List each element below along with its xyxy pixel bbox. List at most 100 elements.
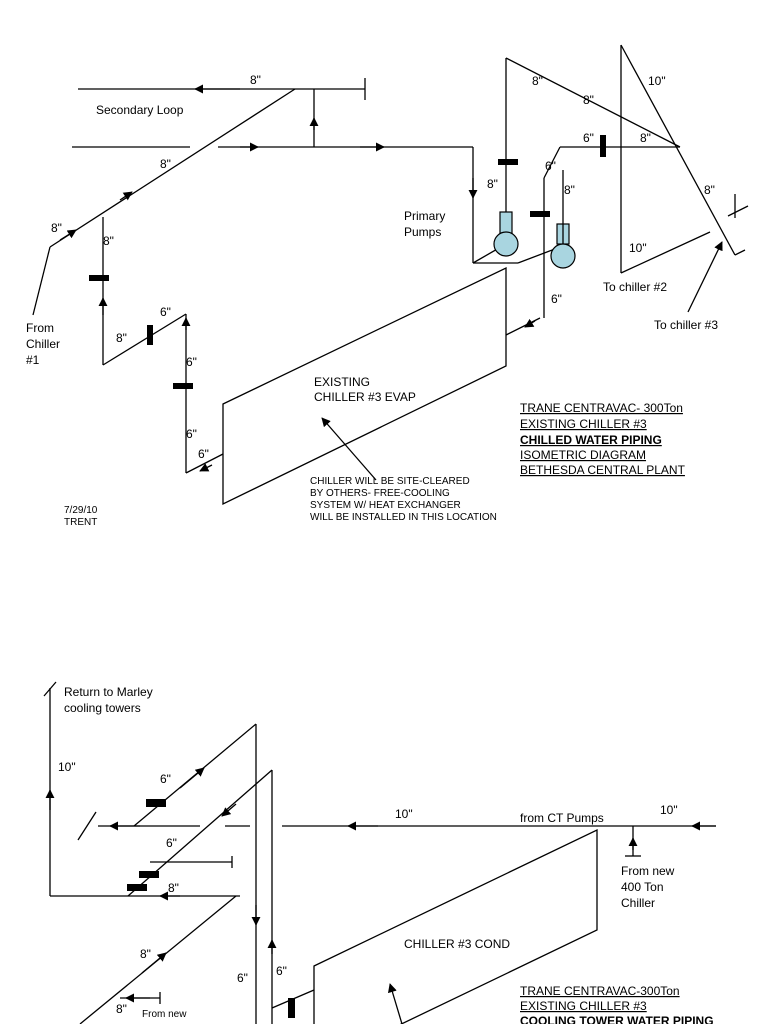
pipe-size: 10": [395, 807, 413, 821]
cooling-tower-diagram: Return to Marley cooling towers from CT …: [43, 681, 716, 1024]
pipe-end: [77, 811, 97, 841]
pipe-size: 10": [58, 760, 76, 774]
from-chiller-label: #1: [26, 353, 40, 367]
flow-arrow: [524, 318, 536, 328]
pipe-size: 6": [160, 772, 171, 786]
return-label: cooling towers: [64, 701, 141, 715]
note-text: SYSTEM W/ HEAT EXCHANGER: [310, 500, 461, 511]
chiller-2-supply: [620, 231, 711, 274]
flow-arrow: [199, 463, 213, 472]
valve: [89, 275, 109, 281]
pipe-size: 8": [487, 177, 498, 191]
pipe-size: 8": [250, 73, 261, 87]
from-new-chiller-label: Chiller: [621, 896, 655, 910]
pipe-end: [43, 681, 57, 697]
pump-2-discharge: [543, 146, 561, 179]
drawing-author: TRENT: [64, 517, 97, 528]
flow-arrow: [119, 191, 133, 201]
pump-motor-1: [499, 211, 513, 235]
pipe-size: 10": [660, 803, 678, 817]
chiller-3-cond: [313, 828, 598, 1024]
pipe-size: 8": [640, 131, 651, 145]
valve: [127, 884, 147, 891]
pipe-size: 6": [276, 964, 287, 978]
pipe-size: 8": [51, 221, 62, 235]
pipe-size: 10": [629, 241, 647, 255]
cond-label: CHILLER #3 COND: [404, 937, 510, 951]
primary-pumps-label: Primary: [404, 209, 445, 223]
primary-pumps-label: Pumps: [404, 225, 441, 239]
pipe-size: 6": [186, 355, 197, 369]
from-new-chiller-label: From new: [621, 864, 675, 878]
title-line-3: COOLING TOWER WATER PIPING: [520, 1014, 714, 1024]
pipe-size: 8": [583, 93, 594, 107]
pipe-size: 6": [166, 836, 177, 850]
valve: [146, 799, 166, 807]
flow-arrow: [221, 803, 237, 817]
flow-arrow: [141, 952, 167, 974]
valve: [498, 159, 518, 165]
pipe-size: 8": [140, 947, 151, 961]
title-line-2: EXISTING CHILLER #3: [520, 999, 647, 1013]
diagonal-pipe: [49, 88, 296, 248]
pipe-size: 6": [237, 971, 248, 985]
flow-arrow: [179, 767, 205, 789]
flow-arrow: [59, 229, 77, 241]
title-line-3: CHILLED WATER PIPING: [520, 433, 662, 447]
valve: [530, 211, 550, 217]
drawing-date: 7/29/10: [64, 505, 98, 516]
annotation-arrow: [321, 417, 377, 481]
evap-outlet-pipe: [505, 317, 541, 336]
pipe-size: 8": [704, 183, 715, 197]
return-label: Return to Marley: [64, 685, 153, 699]
pipe-size: 10": [648, 74, 666, 88]
valve: [147, 325, 153, 345]
title-line-1: TRANE CENTRAVAC-300Ton: [520, 984, 680, 998]
pipe-size: 6": [198, 447, 209, 461]
pump-2: [550, 243, 576, 269]
pipe-size: 8": [116, 331, 127, 345]
note-text: WILL BE INSTALLED IN THIS LOCATION: [310, 512, 497, 523]
to-chiller-3-label: To chiller #3: [654, 318, 718, 332]
pipe-size: 8": [532, 74, 543, 88]
pipe-size: 8": [564, 183, 575, 197]
from-chiller-label: From: [26, 321, 54, 335]
note-text: BY OTHERS- FREE-COOLING: [310, 488, 450, 499]
upper-diagonal-pipe: [505, 57, 681, 148]
title-line-5: BETHESDA CENTRAL PLANT: [520, 463, 686, 477]
valve: [600, 135, 606, 157]
from-chiller-label: Chiller: [26, 337, 60, 351]
title-line-2: EXISTING CHILLER #3: [520, 417, 647, 431]
pipe-size: 8": [103, 234, 114, 248]
annotation-arrow: [387, 983, 403, 1024]
pipe-end: [727, 205, 749, 217]
diagonal-pipe: [102, 313, 187, 366]
from-new-chiller-label: 400 Ton: [621, 880, 664, 894]
pipe-size: 8": [168, 881, 179, 895]
chiller-3-evap: [222, 266, 507, 506]
pump-1: [493, 231, 519, 257]
valve: [173, 383, 193, 389]
from-ct-pumps-label: from CT Pumps: [520, 811, 604, 825]
from-chiller-1-pipe: [32, 246, 51, 316]
title-line-1: TRANE CENTRAVAC- 300Ton: [520, 401, 683, 415]
note-text: CHILLER WILL BE SITE-CLEARED: [310, 476, 470, 487]
pipe-size: 6": [551, 292, 562, 306]
pipe-size: 6": [583, 131, 594, 145]
valve: [288, 998, 295, 1018]
title-line-4: ISOMETRIC DIAGRAM: [520, 448, 646, 462]
from-new-label: From new: [142, 1009, 187, 1020]
chiller-3-pipe: [620, 44, 736, 256]
pipe-size: 8": [116, 1002, 127, 1016]
valve: [139, 871, 159, 878]
evap-label: CHILLER #3 EVAP: [314, 390, 416, 404]
pipe-size: 6": [186, 427, 197, 441]
pipe-size: 6": [545, 159, 556, 173]
chiller-3-stub: [734, 249, 746, 256]
secondary-loop-label: Secondary Loop: [96, 103, 184, 117]
to-chiller-2-label: To chiller #2: [603, 280, 667, 294]
pipe-size: 6": [160, 305, 171, 319]
to-chiller-3-arrow: [687, 241, 723, 313]
pipe-size: 8": [160, 157, 171, 171]
